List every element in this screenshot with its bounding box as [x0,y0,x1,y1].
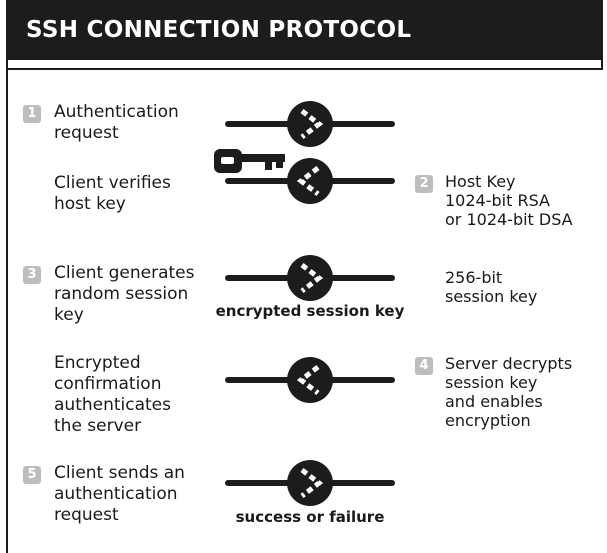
header-bar: SSH CONNECTION PROTOCOL [6,0,603,60]
note-2-badge: 2 [415,175,433,193]
note-4-text: Server decrypts session key and enables … [445,354,573,430]
arrow-right-icon [225,255,395,301]
arrow-right-icon [225,101,395,147]
step-1-text: Authentication request [54,102,179,143]
key-icon [214,149,285,173]
header-rule [8,68,603,70]
encrypted-session-key-caption: encrypted session key [215,302,405,320]
frame-right-border [601,60,603,70]
note-session-key-text: 256-bit session key [445,268,538,306]
result-caption: success or failure [235,508,385,526]
note-2-text: Host Key 1024-bit RSA or 1024-bit DSA [445,172,573,229]
step-3-text: Client generates random session key [54,263,195,325]
step-5-badge: 5 [23,466,41,484]
arrow-left-icon [225,357,395,403]
step-3-badge: 3 [23,266,41,284]
frame-left-border [6,60,8,553]
step-2-text: Client verifies host key [54,173,171,214]
step-5-text: Client sends an authentication request [54,463,185,525]
page-title: SSH CONNECTION PROTOCOL [26,17,412,43]
note-4-badge: 4 [415,357,433,375]
step-4-text: Encrypted confirmation authenticates the… [54,353,171,436]
arrow-left-icon [225,158,395,204]
step-1-badge: 1 [23,105,41,123]
arrow-right-icon [225,460,395,506]
